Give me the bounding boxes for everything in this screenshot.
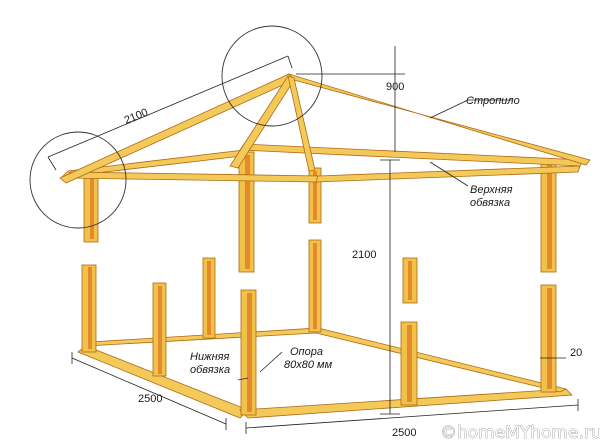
top-frame-label-2: обвязка bbox=[470, 197, 510, 209]
top-beam-back bbox=[65, 171, 321, 183]
front-width-label: 2500 bbox=[392, 427, 416, 439]
rafters bbox=[59, 73, 591, 184]
small-dim-label: 20 bbox=[570, 347, 582, 359]
bottom-beam-back bbox=[84, 327, 319, 347]
post-height-label: 2100 bbox=[352, 249, 376, 261]
roof-height-label: 900 bbox=[386, 81, 404, 93]
support-label-2: 80x80 мм bbox=[284, 359, 333, 371]
dimension-lines bbox=[47, 46, 579, 434]
watermark: ©homeMYhome.ru bbox=[440, 423, 600, 443]
rafter-label: Стропило bbox=[466, 95, 520, 107]
bottom-frame-label-1: Нижняя bbox=[190, 351, 230, 363]
bottom-frame-label-2: обвязка bbox=[190, 364, 230, 376]
posts-lower bbox=[81, 239, 557, 416]
bottom-beam-right bbox=[315, 327, 568, 393]
rafter-length-label: 2100 bbox=[123, 106, 150, 126]
detail-circle-ridge bbox=[221, 25, 323, 127]
support-label-1: Опора bbox=[290, 346, 323, 358]
top-beam-right bbox=[315, 165, 581, 183]
top-frame-label-1: Верхняя bbox=[470, 184, 513, 196]
detail-circle-corner bbox=[29, 131, 127, 229]
rafter-back bbox=[287, 75, 316, 172]
left-width-label: 2500 bbox=[138, 393, 162, 405]
